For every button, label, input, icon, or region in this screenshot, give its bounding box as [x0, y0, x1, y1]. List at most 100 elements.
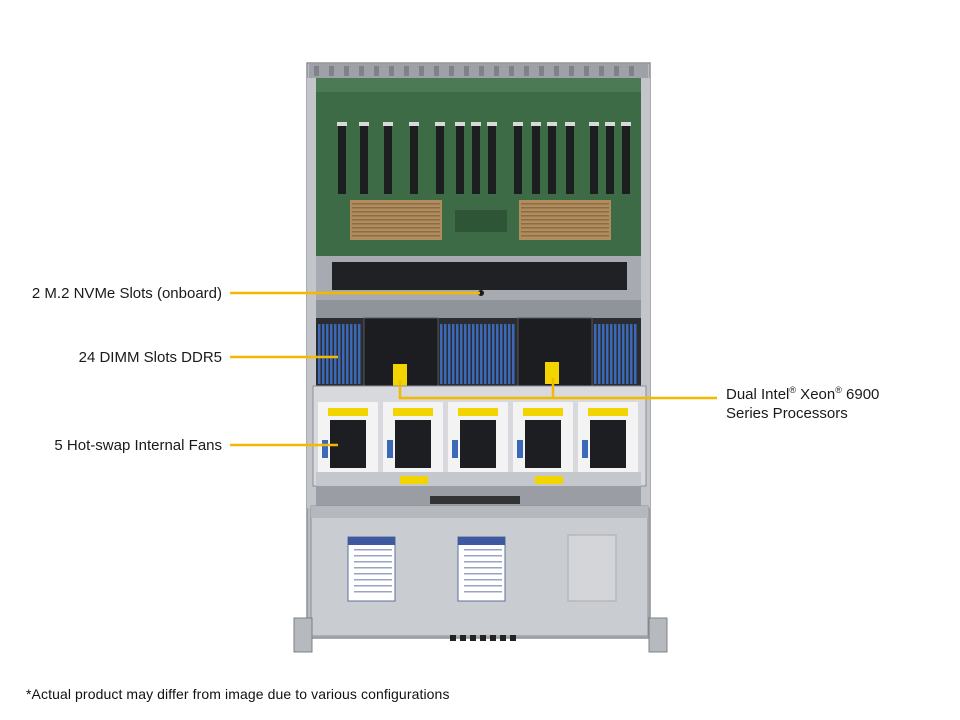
callout-processors: Dual Intel® Xeon® 6900 Series Processors: [726, 385, 880, 422]
dimm-slot: [598, 324, 601, 384]
pcie-slot-latch: [383, 122, 393, 126]
dimm-slot: [322, 324, 325, 384]
dimm-slot: [602, 324, 605, 384]
dimm-slot: [476, 324, 479, 384]
heatsink-fin: [352, 223, 440, 225]
heatsink-fin: [521, 203, 609, 205]
dimm-slot: [508, 324, 511, 384]
pcie-slot: [622, 124, 630, 194]
pcie-slot-latch: [513, 122, 523, 126]
chassis-cover: [293, 486, 668, 653]
disclaimer-text: *Actual product may differ from image du…: [26, 686, 450, 702]
dimm-slot: [472, 324, 475, 384]
heatsink-fin: [521, 215, 609, 217]
dimm-slot: [468, 324, 471, 384]
pcie-slot: [532, 124, 540, 194]
label-text-line: [464, 561, 502, 563]
fan-rotor: [590, 420, 626, 468]
service-label-right: [457, 536, 506, 602]
label-text-line: [354, 555, 392, 557]
rear-connector-pin: [344, 66, 349, 76]
fan-latch: [582, 440, 588, 458]
pcie-slot: [590, 124, 598, 194]
heatsink-fin: [521, 231, 609, 233]
rear-connector-pin: [449, 66, 454, 76]
heatsink-fin: [521, 223, 609, 225]
front-io-port: [510, 635, 516, 641]
dimm-slot: [492, 324, 495, 384]
front-io-port: [480, 635, 486, 641]
pcie-slot: [566, 124, 574, 194]
heatsink-fin: [352, 203, 440, 205]
dimm-slot: [626, 324, 629, 384]
dimm-slot: [606, 324, 609, 384]
pcie-slot-latch: [547, 122, 557, 126]
dimm-slot: [358, 324, 361, 384]
callout-fans: 5 Hot-swap Internal Fans: [54, 437, 222, 454]
label-text-line: [354, 573, 392, 575]
heatsink-fin: [352, 231, 440, 233]
cpu-dimm-area: [316, 317, 641, 387]
dimm-slot: [354, 324, 357, 384]
rear-connector-pin: [629, 66, 634, 76]
rear-connector-pin: [584, 66, 589, 76]
heatsink-fin: [521, 207, 609, 209]
pcie-slot-latch: [487, 122, 497, 126]
pcie-slot-latch: [435, 122, 445, 126]
rear-connector-pin: [479, 66, 484, 76]
rear-connector-pin: [419, 66, 424, 76]
rear-connector-pin: [539, 66, 544, 76]
dimm-slot: [634, 324, 637, 384]
pcie-slot-latch: [337, 122, 347, 126]
heatsink-fin: [352, 219, 440, 221]
pcie-slot-latch: [471, 122, 481, 126]
dimm-slot: [318, 324, 321, 384]
front-io-port: [470, 635, 476, 641]
dimm-slot: [594, 324, 597, 384]
rear-connector-pin: [374, 66, 379, 76]
dimm-slot: [504, 324, 507, 384]
fan-latch: [387, 440, 393, 458]
service-label-left: [347, 536, 396, 602]
label-text-line: [464, 585, 502, 587]
label-text-line: [354, 579, 392, 581]
pcie-slot-latch: [565, 122, 575, 126]
dimm-slot: [346, 324, 349, 384]
heatsink-fin: [521, 235, 609, 237]
pcie-slot: [436, 124, 444, 194]
fan-warning-label: [458, 408, 498, 416]
motherboard-pcb: [316, 78, 641, 256]
m2-slot-marker: [478, 290, 484, 296]
front-handle-right: [648, 617, 668, 653]
fan-bay: [312, 385, 647, 487]
rear-connector-pin: [599, 66, 604, 76]
label-text-line: [464, 579, 502, 581]
label-text-line: [354, 549, 392, 551]
dimm-slot: [460, 324, 463, 384]
rear-connector-pin: [464, 66, 469, 76]
dimm-slot: [484, 324, 487, 384]
pcie-slot: [456, 124, 464, 194]
rear-connector-pin: [314, 66, 319, 76]
front-io-port: [490, 635, 496, 641]
label-text-line: [354, 585, 392, 587]
fan-latch: [452, 440, 458, 458]
rear-connector-pin: [524, 66, 529, 76]
fan-warning-label: [588, 408, 628, 416]
label-text-line: [354, 561, 392, 563]
dimm-slot: [610, 324, 613, 384]
pcie-slot: [606, 124, 614, 194]
dimm-slot: [440, 324, 443, 384]
pcie-slot-latch: [409, 122, 419, 126]
dimm-slot: [456, 324, 459, 384]
label-text-line: [354, 591, 392, 593]
dimm-slot: [500, 324, 503, 384]
rear-connector-pin: [614, 66, 619, 76]
dimm-slot: [622, 324, 625, 384]
callout-m2-nvme: 2 M.2 NVMe Slots (onboard): [31, 285, 222, 302]
rear-connector-pin: [359, 66, 364, 76]
rear-connector-pin: [509, 66, 514, 76]
dimm-slot: [326, 324, 329, 384]
front-io-port: [450, 635, 456, 641]
dimm-slot: [342, 324, 345, 384]
